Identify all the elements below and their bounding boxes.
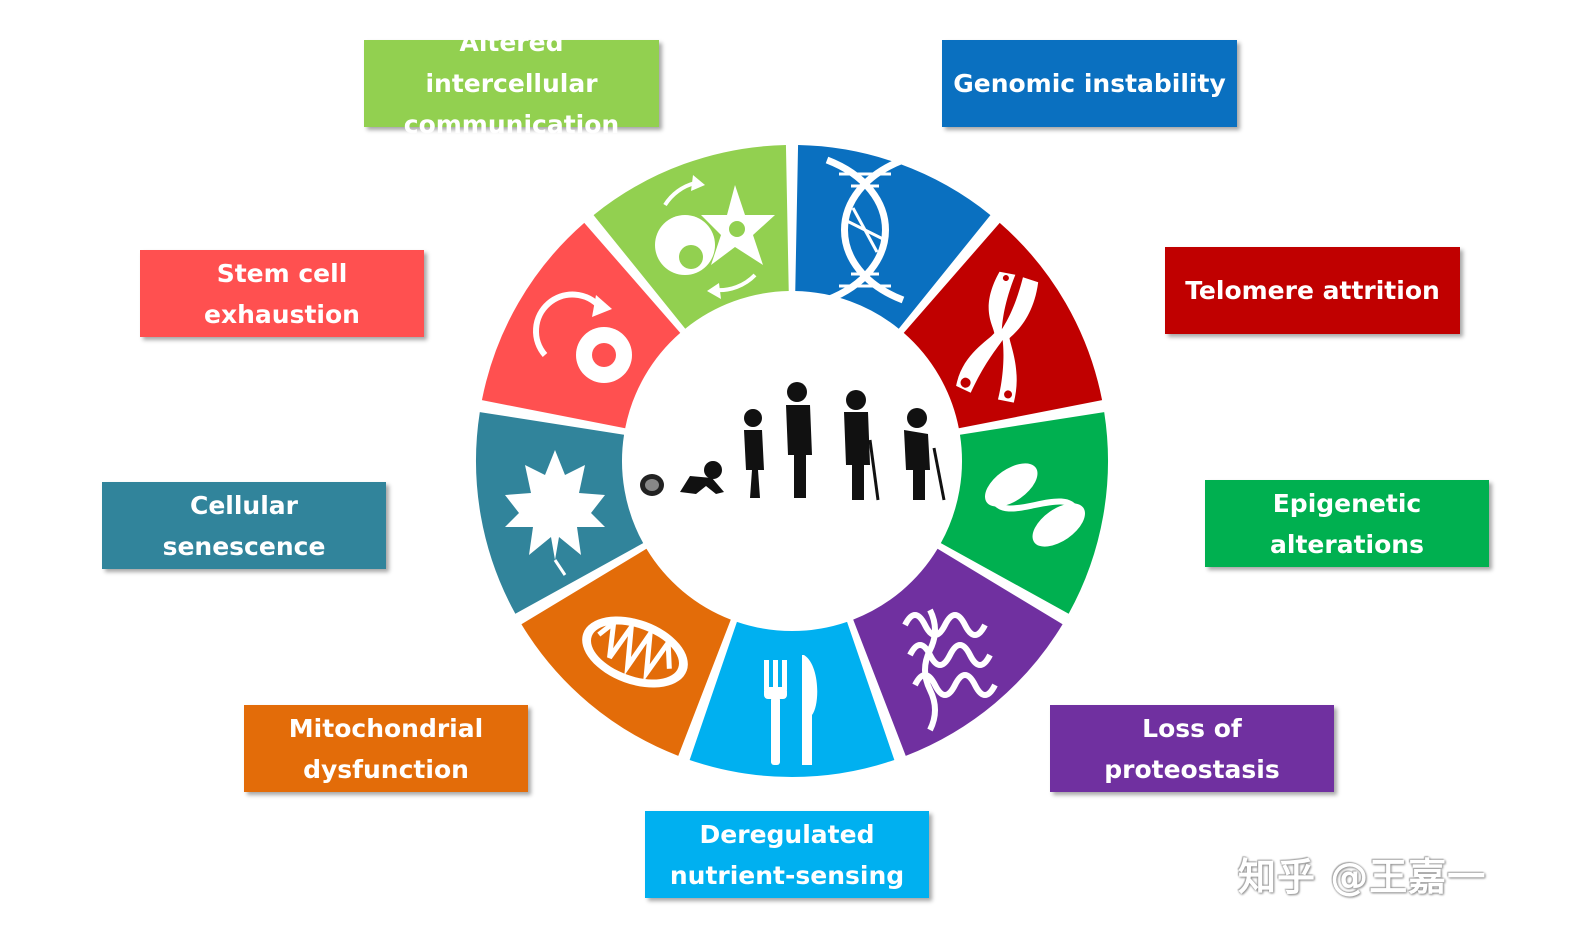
label-telomere-attrition: Telomere attrition	[1165, 247, 1460, 334]
chromosome-icon	[956, 271, 1039, 403]
label-text: Cellular senescence	[162, 490, 326, 561]
segment-deregulated-nutrient-sensing	[689, 621, 895, 778]
label-text: Epigenetic alterations	[1270, 488, 1424, 559]
segment-genomic-instability	[795, 145, 991, 329]
label-altered-intercellular-communication: Altered intercellular communication	[364, 28, 659, 139]
label-loss-of-proteostasis: Loss of proteostasis	[1050, 705, 1334, 792]
maple-leaf-icon	[505, 450, 605, 576]
human-life-stages-icon	[640, 382, 946, 501]
wheel-center	[628, 297, 956, 625]
segment-epigenetic-alterations	[940, 412, 1109, 614]
mitochondrion-icon	[582, 616, 688, 688]
label-text: Altered intercellular communication	[403, 28, 620, 139]
segment-loss-of-proteostasis	[853, 548, 1063, 756]
label-stem-cell-exhaustion: Stem cell exhaustion	[140, 250, 424, 337]
dna-icon	[825, 156, 905, 304]
watermark: 知乎 @王嘉一	[1238, 855, 1487, 899]
stem-cell-icon	[533, 291, 632, 383]
label-text: Stem cell exhaustion	[204, 258, 360, 329]
label-text: Loss of proteostasis	[1104, 713, 1280, 784]
protein-structure-icon	[902, 608, 998, 732]
label-deregulated-nutrient-sensing: Deregulated nutrient-sensing	[645, 811, 929, 898]
label-text: Genomic instability	[953, 69, 1226, 98]
label-cellular-senescence: Cellular senescence	[102, 482, 386, 569]
label-genomic-instability: Genomic instability	[942, 40, 1237, 127]
label-epigenetic-alterations: Epigenetic alterations	[1205, 480, 1489, 567]
segment-telomere-attrition	[903, 222, 1103, 429]
segment-stem-cell-exhaustion	[481, 222, 681, 429]
fork-knife-icon	[764, 655, 818, 765]
label-mitochondrial-dysfunction: Mitochondrial dysfunction	[244, 705, 528, 792]
label-text: Deregulated nutrient-sensing	[669, 819, 905, 890]
label-text: Mitochondrial dysfunction	[288, 713, 484, 784]
label-text: Telomere attrition	[1185, 276, 1440, 305]
cell-communication-icon	[655, 175, 775, 299]
nucleosome-icon	[985, 463, 1085, 547]
